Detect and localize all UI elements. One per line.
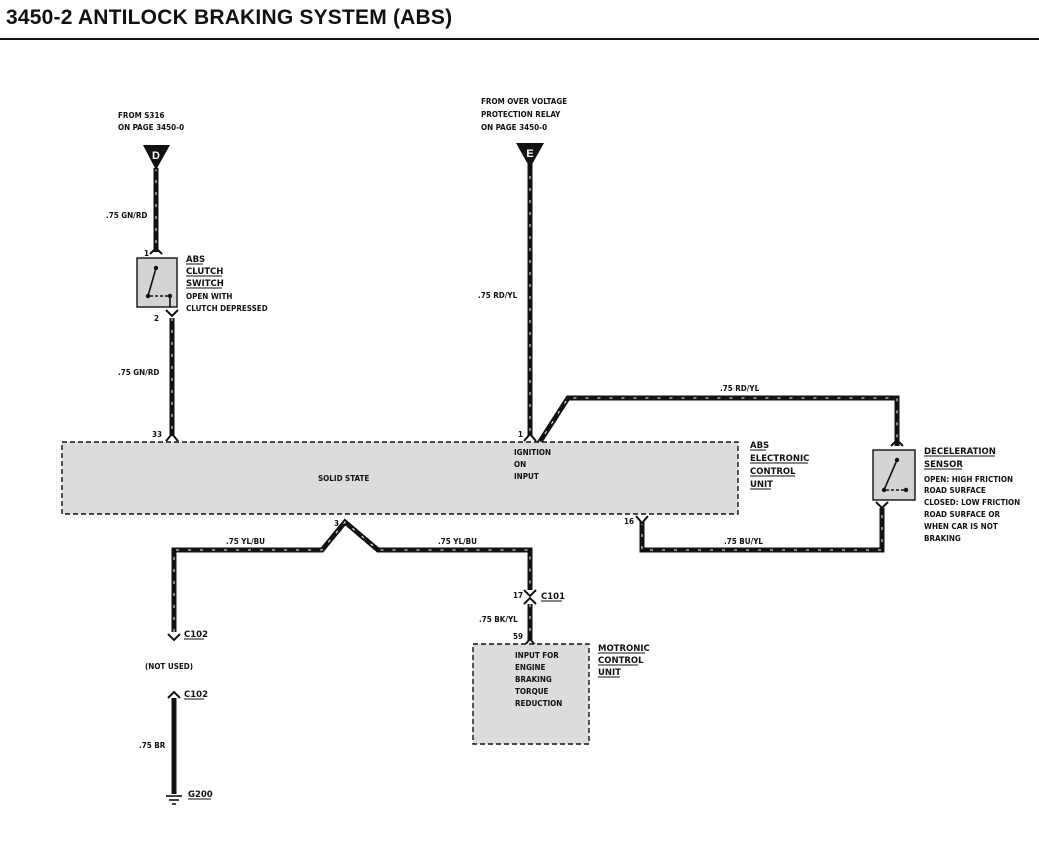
wire-label-gn-rd-bottom: .75 GN/RD: [118, 368, 159, 377]
motronic-title-1: MOTRONIC: [598, 644, 650, 654]
ground-icon: [166, 795, 182, 805]
sensor-box: [872, 449, 916, 501]
clutch-pin-bottom-icon: [165, 309, 179, 318]
ecu-ignition-2: ON: [514, 460, 526, 469]
wire-yl-bu: [171, 518, 533, 632]
page-title: 3450-2 ANTILOCK BRAKING SYSTEM (ABS): [6, 6, 453, 29]
wire-rd-yl-to-sensor: [529, 395, 900, 456]
motronic-title-2: CONTROL: [598, 656, 644, 666]
c101-label: C101: [541, 592, 565, 602]
c101-pin-17: 17: [513, 591, 523, 600]
ecu-pin-33-icon: [165, 432, 179, 442]
connector-e-letter: E: [526, 148, 533, 160]
clutch-desc-1: OPEN WITH: [186, 292, 232, 301]
motronic-title-3: UNIT: [598, 668, 621, 678]
motronic-control-unit: INPUT FOR ENGINE BRAKING TORQUE REDUCTIO…: [472, 643, 650, 745]
source-e-line2: PROTECTION RELAY: [481, 110, 561, 119]
sensor-desc-5: WHEN CAR IS NOT: [924, 522, 998, 531]
clutch-desc-2: CLUTCH DEPRESSED: [186, 304, 268, 313]
wire-label-yl-bu-right: .75 YL/BU: [438, 537, 477, 546]
wire-label-bk-yl: .75 BK/YL: [479, 615, 518, 624]
c101-pin-59: 59: [513, 632, 523, 641]
ecu-ignition-1: IGNITION: [514, 448, 551, 457]
ground-g200: G200: [166, 790, 213, 805]
sensor-pin-top-icon: [890, 438, 904, 447]
ecu-pin-16: 16: [624, 517, 634, 526]
ecu-pin-1-icon: [523, 432, 537, 442]
source-e: FROM OVER VOLTAGE PROTECTION RELAY ON PA…: [481, 97, 567, 168]
ecu-box: [61, 441, 739, 515]
sensor-pin-bottom-icon: [875, 501, 889, 510]
clutch-title-1: ABS: [186, 255, 205, 265]
ecu-title-4: UNIT: [750, 480, 773, 490]
ecu-title-1: ABS: [750, 441, 769, 451]
sensor-blade-icon: [883, 459, 898, 491]
abs-control-unit: 33 1 3 16 SOLID STATE IGNITION ON INPUT …: [61, 430, 809, 528]
clutch-pin-top: 1: [144, 249, 149, 258]
motronic-desc-4: TORQUE: [515, 687, 549, 696]
ecu-solid-state: SOLID STATE: [318, 474, 369, 483]
motronic-box: [472, 643, 590, 745]
sensor-desc-1: OPEN: HIGH FRICTION: [924, 475, 1013, 484]
connector-d-letter: D: [152, 150, 160, 162]
sensor-desc-3: CLOSED: LOW FRICTION: [924, 498, 1020, 507]
wire-label-gn-rd-top: .75 GN/RD: [106, 211, 147, 220]
connector-d-icon: [143, 145, 170, 170]
clutch-title-2: CLUTCH: [186, 267, 223, 277]
motronic-desc-3: BRAKING: [515, 675, 552, 684]
motronic-desc-5: REDUCTION: [515, 699, 562, 708]
sensor-desc-2: ROAD SURFACE: [924, 486, 986, 495]
source-d: FROM S316 ON PAGE 3450-0 D: [118, 111, 184, 170]
abs-clutch-switch: 1 2 ABS CLUTCH SWITCH OPEN WITH CLUTCH D…: [136, 246, 268, 323]
connector-e-icon: [516, 143, 544, 168]
wire-label-bu-yl: .75 BU/YL: [724, 537, 763, 546]
clutch-switch-box: [136, 257, 178, 308]
motronic-desc-2: ENGINE: [515, 663, 546, 672]
wire-label-rd-yl-vertical: .75 RD/YL: [478, 291, 518, 300]
switch-blade-icon: [147, 267, 157, 297]
source-e-line3: ON PAGE 3450-0: [481, 123, 547, 132]
c102-bottom-icon: [167, 690, 181, 699]
sensor-title-2: SENSOR: [924, 460, 963, 470]
motronic-desc-1: INPUT FOR: [515, 651, 559, 660]
ecu-title-3: CONTROL: [750, 467, 796, 477]
ecu-title-2: ELECTRONIC: [750, 454, 809, 464]
sensor-title-1: DECELERATION: [924, 447, 996, 457]
c102-top-label: C102: [184, 630, 208, 640]
connector-c102: C102 (NOT USED) C102: [145, 630, 208, 700]
source-d-line2: ON PAGE 3450-0: [118, 123, 184, 132]
c101-lower-icon: [523, 596, 537, 605]
wire-label-rd-yl-top: .75 RD/YL: [720, 384, 760, 393]
source-d-line1: FROM S316: [118, 111, 164, 120]
c102-bottom-label: C102: [184, 690, 208, 700]
wire-label-br: .75 BR: [139, 741, 166, 750]
ecu-pin-1: 1: [518, 430, 523, 439]
c101-upper-icon: [523, 589, 537, 598]
sensor-desc-4: ROAD SURFACE OR: [924, 510, 1000, 519]
clutch-pin-bottom: 2: [154, 314, 159, 323]
clutch-pin-top-icon: [149, 246, 163, 255]
ground-label: G200: [188, 790, 213, 800]
ecu-ignition-3: INPUT: [514, 472, 539, 481]
wire-label-yl-bu-left: .75 YL/BU: [226, 537, 265, 546]
ecu-pin-16-icon: [635, 515, 649, 525]
header-rule: [0, 38, 1039, 40]
c102-top-icon: [167, 633, 181, 642]
ecu-pin-33: 33: [152, 430, 162, 439]
wire-bu-yl: [639, 508, 885, 553]
clutch-title-3: SWITCH: [186, 279, 224, 289]
ecu-pin-3: 3: [334, 519, 339, 528]
deceleration-sensor: DECELERATION SENSOR OPEN: HIGH FRICTION …: [872, 438, 1020, 543]
not-used-label: (NOT USED): [145, 662, 193, 671]
sensor-desc-6: BRAKING: [924, 534, 961, 543]
connector-c101: 17 C101 59: [513, 589, 565, 647]
source-e-line1: FROM OVER VOLTAGE: [481, 97, 567, 106]
